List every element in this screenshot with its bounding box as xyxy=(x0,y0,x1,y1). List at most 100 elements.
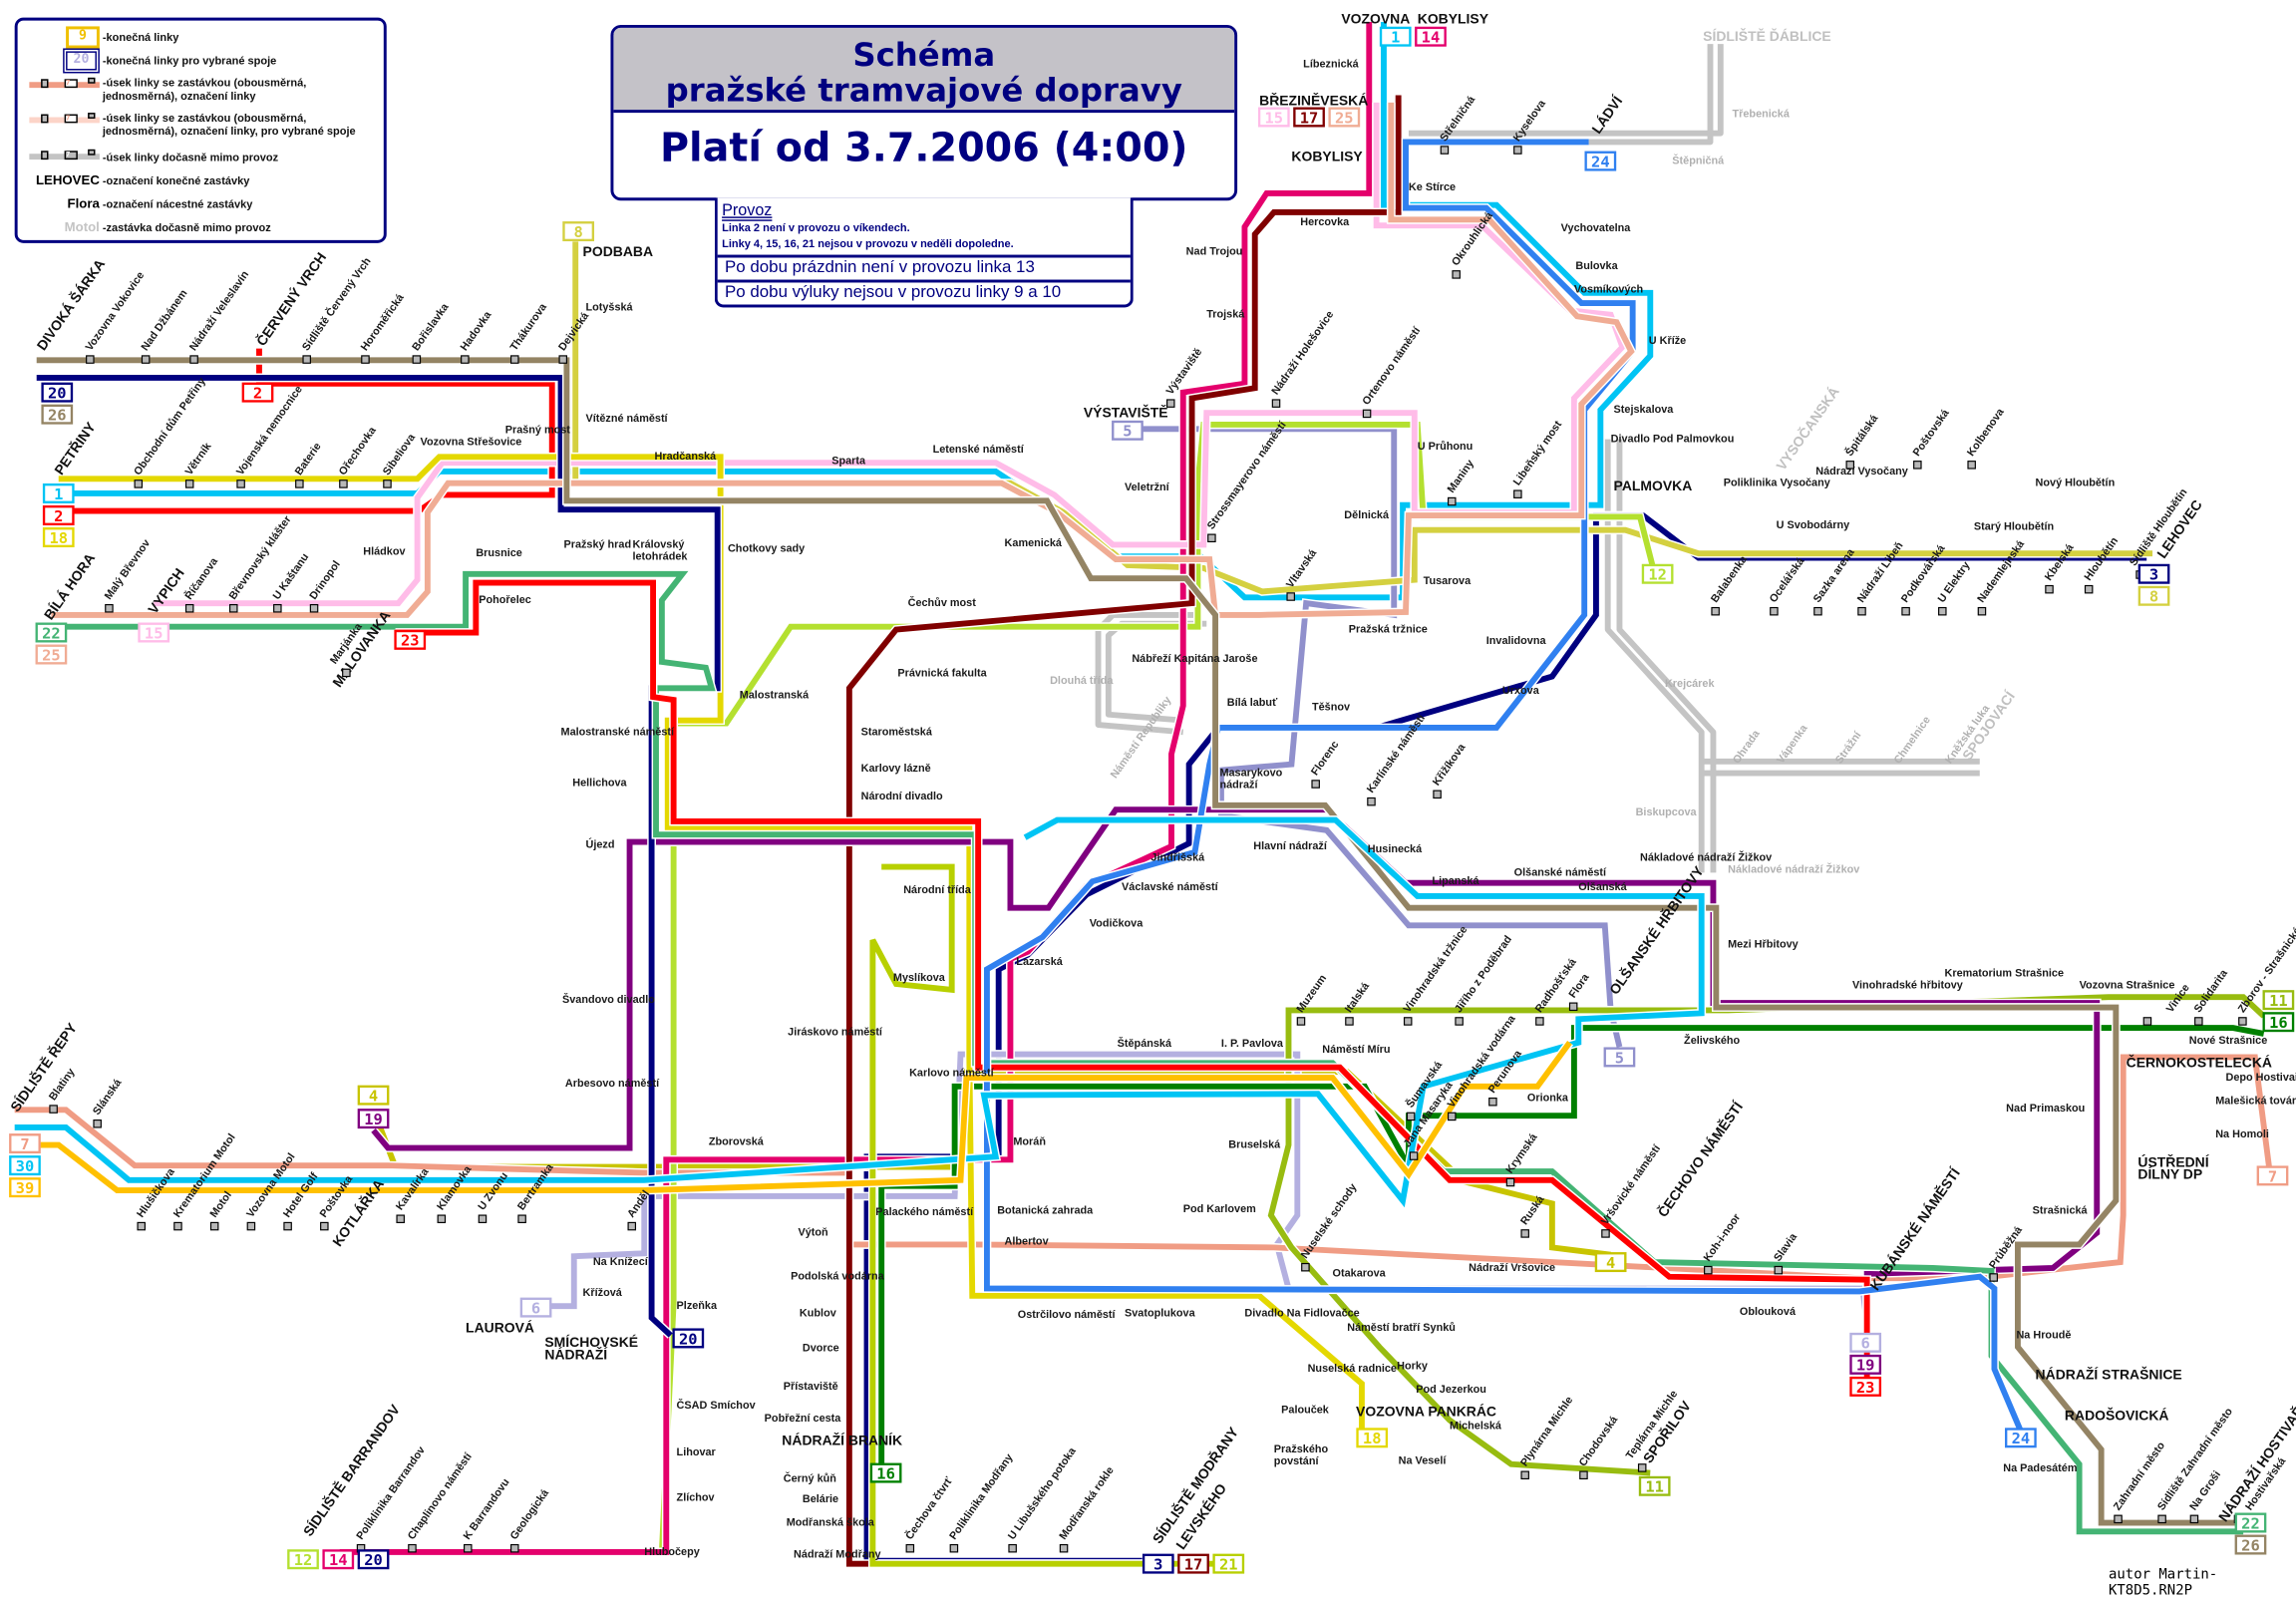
stop-label[interactable]: Lipanská xyxy=(1432,875,1479,887)
stop-label[interactable]: Palouček xyxy=(1281,1404,1330,1416)
stop-label[interactable]: Hellichova xyxy=(572,778,627,790)
line-terminus-box[interactable]: 6 xyxy=(521,1299,550,1318)
line-terminus-box[interactable]: 26 xyxy=(43,406,72,425)
stop-label[interactable]: Karlovy lázně xyxy=(861,763,931,775)
line-terminus-box[interactable]: 25 xyxy=(1330,109,1359,128)
line-terminus-box[interactable]: 6 xyxy=(1851,1334,1880,1353)
stop-label[interactable]: Arbesovo náměstí xyxy=(565,1078,660,1090)
stop-label[interactable]: ČSAD Smíchov xyxy=(677,1399,756,1412)
stop-label[interactable]: Trojská xyxy=(1206,309,1245,321)
stop-label[interactable]: Zlíchov xyxy=(677,1491,715,1503)
stop-label[interactable]: Pod Karlovem xyxy=(1183,1203,1256,1215)
terminal-label[interactable]: PETŘINY xyxy=(50,418,99,478)
stop-label[interactable]: Ořechovka xyxy=(337,424,380,478)
stop-label[interactable]: Křižíkova xyxy=(1431,741,1469,788)
line-terminus-box[interactable]: 17 xyxy=(1178,1555,1207,1574)
line-terminus-box[interactable]: 2 xyxy=(44,506,73,525)
terminal-label[interactable]: PODBABA xyxy=(583,243,653,259)
stop-label[interactable]: Nad Trojou xyxy=(1186,246,1243,258)
closed-stop-label[interactable]: Třebenická xyxy=(1733,108,1791,120)
line-terminus-box[interactable]: 14 xyxy=(324,1550,353,1569)
line-terminus-box[interactable]: 7 xyxy=(10,1134,39,1153)
stop-label[interactable]: Křížová xyxy=(583,1287,623,1299)
stop-label[interactable]: Švandovo divadlo xyxy=(562,993,655,1006)
stop-label[interactable]: Orionka xyxy=(1527,1093,1569,1105)
closed-terminal-label[interactable]: VYSOČANSKÁ xyxy=(1772,383,1841,473)
stop-label[interactable]: U Průhonu xyxy=(1418,441,1474,453)
stop-label[interactable]: U Elektry xyxy=(1936,559,1973,604)
stop-label[interactable]: Florenc xyxy=(1309,739,1341,778)
line-terminus-box[interactable]: 18 xyxy=(1358,1430,1387,1448)
stop-label[interactable]: Albertov xyxy=(1005,1235,1049,1247)
stop-label[interactable]: Michelská xyxy=(1450,1421,1502,1433)
stop-label[interactable]: Větrník xyxy=(183,440,214,478)
line-terminus-box[interactable]: 25 xyxy=(37,646,66,665)
stop-label[interactable]: Plzeňka xyxy=(677,1300,718,1312)
terminal-label[interactable]: NÁDRAŽÍ BRANÍK xyxy=(782,1432,902,1448)
stop-label[interactable]: Otakarova xyxy=(1333,1268,1387,1280)
stop-label[interactable]: Lotyšská xyxy=(586,301,634,313)
stop-label[interactable]: Malešická továrna xyxy=(2215,1095,2296,1107)
stop-label[interactable]: Malostranská xyxy=(740,690,810,702)
terminal-label[interactable]: ČERNOKOSTELECKÁ xyxy=(2127,1054,2272,1071)
stop-label[interactable]: Dvorce xyxy=(803,1343,839,1355)
stop-label[interactable]: Bílá labuť xyxy=(1227,697,1278,709)
stop-label[interactable]: Právnická fakulta xyxy=(897,668,987,680)
line-terminus-box[interactable]: 8 xyxy=(2139,587,2168,606)
line-terminus-box[interactable]: 2 xyxy=(243,384,272,403)
stop-label[interactable]: Husinecká xyxy=(1368,843,1423,855)
stop-label[interactable]: Modřanská rokle xyxy=(1057,1464,1116,1542)
stop-label[interactable]: Ke Stírce xyxy=(1409,181,1456,193)
closed-stop-label[interactable]: Nákladové nádraží Žižkov xyxy=(1728,862,1859,875)
stop-label[interactable]: Říčanova xyxy=(182,554,221,602)
terminal-label[interactable]: VOZOVNA xyxy=(1341,10,1410,26)
stop-label[interactable]: Na Veselí xyxy=(1399,1455,1448,1467)
stop-label[interactable]: Vosmíkových xyxy=(1574,284,1643,296)
stop-label[interactable]: Nádraží Vysočany xyxy=(1815,466,1908,478)
stop-label[interactable]: Vozovna Střešovice xyxy=(421,437,522,449)
line-terminus-box[interactable]: 14 xyxy=(1416,28,1445,47)
terminal-label[interactable]: NÁDRAŽÍ STRAŠNICE xyxy=(2036,1366,2182,1383)
stop-label[interactable]: U Kaštanu xyxy=(271,551,312,602)
stop-label[interactable]: Špitálská xyxy=(1842,412,1881,459)
stop-label[interactable]: Podolská vodárna xyxy=(791,1271,885,1283)
line-terminus-box[interactable]: 1 xyxy=(1381,28,1410,47)
stop-label[interactable]: Vítězné náměstí xyxy=(586,413,669,425)
stop-label[interactable]: Nádraží Vršovice xyxy=(1469,1262,1555,1274)
stop-label[interactable]: Těšnov xyxy=(1312,701,1350,713)
stop-label[interactable]: Divadlo Pod Palmovkou xyxy=(1611,434,1735,446)
stop-label[interactable]: Vršovické náměstí xyxy=(1599,1142,1664,1227)
stop-label[interactable]: Vychovatelna xyxy=(1561,222,1632,234)
stop-label[interactable]: Modřanská škola xyxy=(787,1516,875,1528)
closed-stop-label[interactable]: Náměstí Republiky xyxy=(1109,695,1174,781)
stop-label[interactable]: Nádraží Holešovice xyxy=(1269,309,1336,397)
stop-label[interactable]: Dělnická xyxy=(1344,509,1390,521)
stop-label[interactable]: Svatoplukova xyxy=(1125,1307,1196,1319)
stop-label[interactable]: Jiráskovo náměstí xyxy=(788,1026,883,1038)
stop-label[interactable]: Hadovka xyxy=(459,308,494,353)
stop-label[interactable]: Kamenická xyxy=(1005,537,1063,549)
line-terminus-box[interactable]: 22 xyxy=(2236,1514,2265,1533)
stop-label[interactable]: I. P. Pavlova xyxy=(1221,1038,1284,1050)
terminal-label[interactable]: LÁDVÍ xyxy=(1588,92,1626,136)
stop-label[interactable]: Poliklinika Vysočany xyxy=(1724,478,1830,489)
stop-label[interactable]: Starý Hloubětín xyxy=(1974,521,2054,533)
stop-label[interactable]: Líbeznická xyxy=(1303,59,1359,71)
stop-label[interactable]: Jiřího z Poděbrad xyxy=(1453,934,1514,1016)
stop-label[interactable]: Prašný most xyxy=(505,425,571,437)
stop-label[interactable]: Belárie xyxy=(803,1493,838,1505)
stop-label[interactable]: Horoměřická xyxy=(359,291,407,353)
stop-label[interactable]: Bořislavka xyxy=(410,301,452,354)
stop-label[interactable]: Solidarita xyxy=(2192,967,2231,1015)
closed-stop-label[interactable]: Chmelnice xyxy=(1892,715,1933,767)
terminal-label[interactable]: VÝSTAVIŠTĚ xyxy=(1084,404,1168,421)
stop-label[interactable]: Ocelářská xyxy=(1768,555,1807,605)
stop-label[interactable]: Karlovo náměstí xyxy=(909,1068,994,1080)
stop-label[interactable]: Náměstí Míru xyxy=(1322,1044,1390,1056)
stop-label[interactable]: Palackého náměstí xyxy=(875,1206,974,1218)
stop-label[interactable]: Staroměstská xyxy=(861,726,933,738)
terminal-label[interactable]: ČECHOVO NÁMĚSTÍ xyxy=(1654,1098,1747,1220)
stop-label[interactable]: Hládkov xyxy=(363,546,405,558)
line-terminus-box[interactable]: 20 xyxy=(674,1330,703,1349)
stop-label[interactable]: Na Hroudě xyxy=(2016,1329,2071,1341)
